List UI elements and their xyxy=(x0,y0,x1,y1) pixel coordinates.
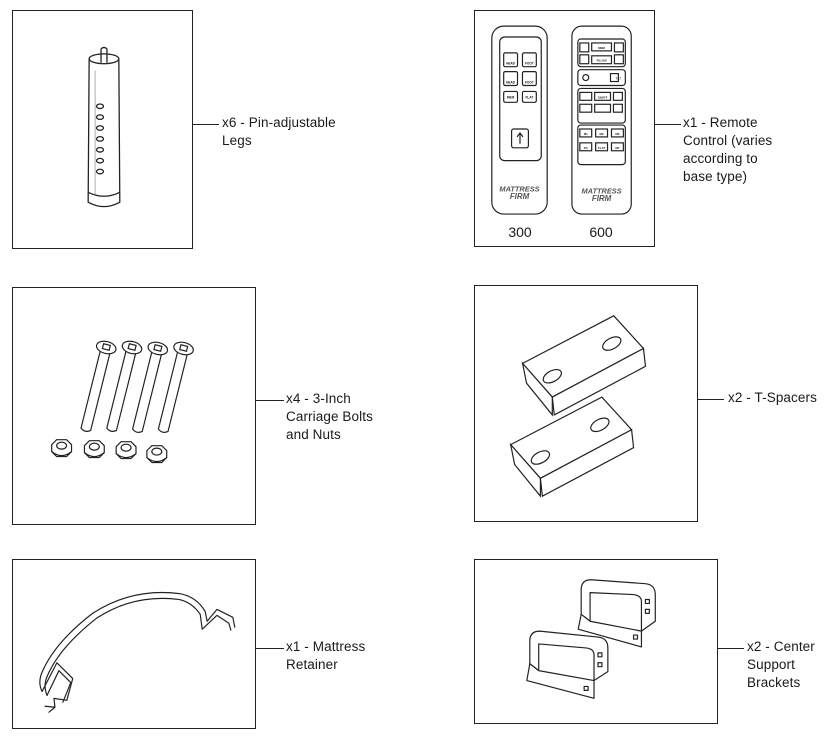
remote-600-btn-mem: MEM xyxy=(598,46,605,50)
t-spacers-label-line-1: x2 - T-Spacers xyxy=(728,390,817,405)
brackets-label-line-1: x2 - Center xyxy=(747,639,815,654)
bolts-label-line-3: and Nuts xyxy=(286,427,341,442)
t-spacers-leader-line xyxy=(698,399,724,400)
t-spacers-label: x2 - T-Spacers xyxy=(728,389,817,407)
remote-600-btn-m3: M3 xyxy=(615,132,619,136)
bolts-label-line-1: x4 - 3-Inch xyxy=(286,391,351,406)
brackets-illustration-panel xyxy=(474,559,718,724)
brackets-label: x2 - Center Support Brackets xyxy=(747,638,815,692)
leg-icon xyxy=(87,46,121,208)
legs-label-line-1: x6 - Pin-adjustable xyxy=(222,115,336,130)
bolts-label-line-2: Carriage Bolts xyxy=(286,409,373,424)
retainer-label: x1 - Mattress Retainer xyxy=(286,638,365,674)
mattress-retainer-icon xyxy=(39,591,236,713)
remote-icon: HEAD FOOT HEAD FOOT MEM FLAT MEM PILLOW … xyxy=(491,25,632,215)
remote-300-brand-logo-line2: FIRM xyxy=(510,192,530,201)
bolts-label: x4 - 3-Inch Carriage Bolts and Nuts xyxy=(286,390,373,444)
t-spacers-illustration-panel xyxy=(474,285,698,522)
bolts-leader-line xyxy=(256,400,284,401)
legs-label-line-2: Legs xyxy=(222,133,252,148)
t-spacer-icon xyxy=(509,315,647,498)
brackets-label-line-2: Support xyxy=(747,657,795,672)
remote-600-caption: 600 xyxy=(589,224,613,240)
remote-600-btn-pillow: PILLOW xyxy=(597,59,608,63)
remote-illustration-panel: HEAD FOOT HEAD FOOT MEM FLAT MEM PILLOW … xyxy=(474,10,655,247)
remote-300-brand-logo-line1: MATTRESS xyxy=(499,184,539,193)
remote-300-btn-foot-down: FOOT xyxy=(525,81,534,85)
remote-600-btn-m2: M2 xyxy=(600,132,604,136)
remote-300-btn-mem: MEM xyxy=(507,95,515,99)
legs-leader-line xyxy=(193,124,219,125)
remote-300-btn-head-up: HEAD xyxy=(506,62,516,66)
retainer-label-line-2: Retainer xyxy=(286,657,338,672)
remote-label-line-1: x1 - Remote xyxy=(683,115,758,130)
retainer-illustration-panel xyxy=(12,559,256,729)
remote-600-btn-tilt: TILT xyxy=(616,77,622,81)
remote-600-btn-flat: FLAT xyxy=(598,146,606,150)
center-support-bracket-icon xyxy=(526,579,656,699)
retainer-leader-line xyxy=(256,648,284,649)
brackets-label-line-3: Brackets xyxy=(747,675,801,690)
remote-label: x1 - Remote Control (varies according to… xyxy=(683,114,772,186)
remote-600-btn-zg: ZG xyxy=(584,146,589,150)
legs-illustration-panel xyxy=(12,10,193,249)
brackets-leader-line xyxy=(718,648,744,649)
remote-300-btn-flat: FLAT xyxy=(525,95,533,99)
carriage-bolt-icon xyxy=(51,340,194,464)
remote-300-btn-head-down: HEAD xyxy=(506,81,516,85)
remote-600-btn-m4: M4 xyxy=(615,146,619,150)
remote-300-btn-foot-up: FOOT xyxy=(525,62,534,66)
remote-label-line-4: base type) xyxy=(683,169,748,184)
retainer-label-line-1: x1 - Mattress xyxy=(286,639,366,654)
legs-label: x6 - Pin-adjustable Legs xyxy=(222,114,336,150)
bolts-illustration-panel xyxy=(12,287,256,525)
remote-600-brand-logo-line1: MATTRESS xyxy=(581,186,621,195)
remote-600-btn-m1: M1 xyxy=(584,132,588,136)
remote-300-caption: 300 xyxy=(508,224,532,240)
remote-leader-line xyxy=(655,124,681,125)
remote-label-line-2: Control (varies xyxy=(683,133,773,148)
nut-icon xyxy=(51,439,168,464)
remote-label-line-3: according to xyxy=(683,151,758,166)
remote-600-btn-onoff: ON/OFF xyxy=(598,95,608,99)
remote-600-brand-logo-line2: FIRM xyxy=(592,194,612,203)
